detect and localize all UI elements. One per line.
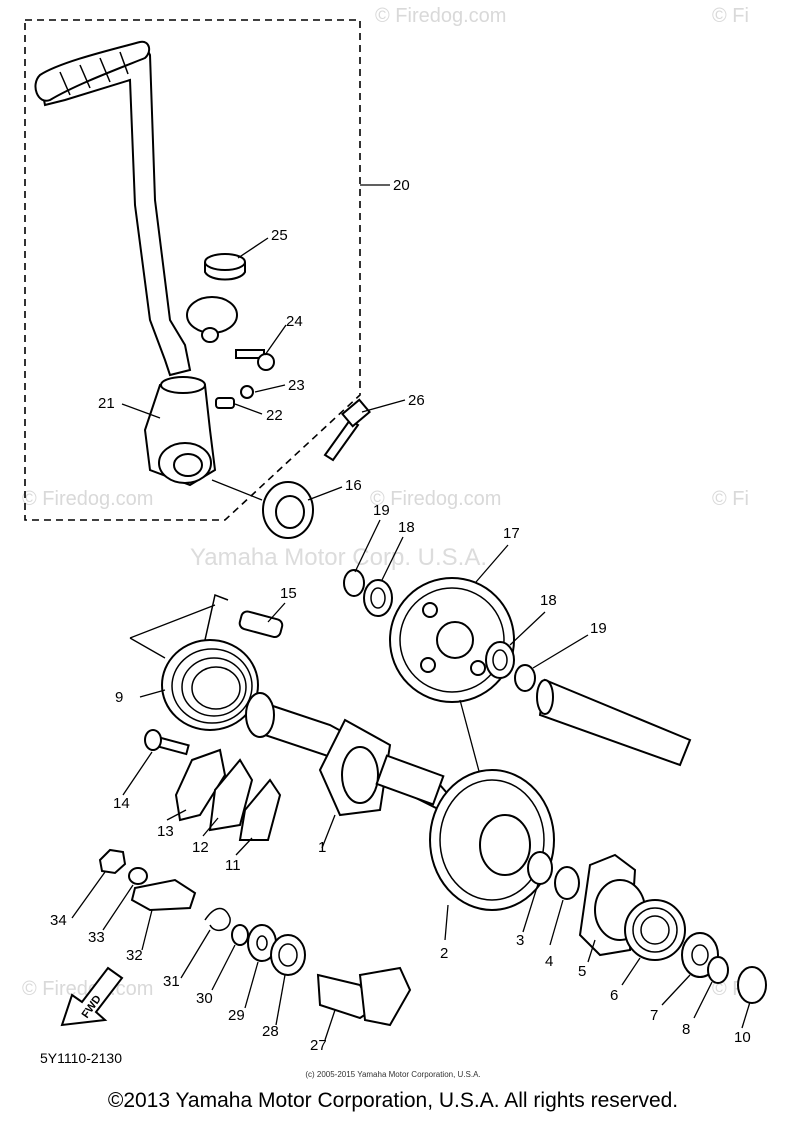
plates bbox=[174, 748, 282, 841]
watermark-firedog-top: © Firedog.com bbox=[375, 5, 506, 27]
callout-10: 10 bbox=[734, 1029, 751, 1046]
leader-lines bbox=[71, 237, 751, 1041]
watermark-firedog-center: © Firedog.com bbox=[370, 488, 501, 510]
torsion-spring-9 bbox=[161, 593, 259, 731]
guide-line bbox=[211, 479, 263, 501]
bolt-24 bbox=[235, 349, 275, 371]
callout-19-right: 19 bbox=[590, 620, 607, 637]
callout-15: 15 bbox=[280, 585, 297, 602]
callout-18-upper: 18 bbox=[398, 519, 415, 536]
callout-22: 22 bbox=[266, 407, 283, 424]
callout-6: 6 bbox=[610, 987, 618, 1004]
callout-24: 24 bbox=[286, 313, 303, 330]
callout-25: 25 bbox=[271, 227, 288, 244]
callout-33: 33 bbox=[88, 929, 105, 946]
lever-32 bbox=[130, 878, 197, 912]
kick-crank-lever bbox=[34, 40, 238, 377]
kick-boss bbox=[143, 376, 217, 487]
callout-11: 11 bbox=[225, 857, 241, 874]
spring-6 bbox=[624, 899, 686, 961]
shaft-right bbox=[536, 678, 692, 767]
callout-29: 29 bbox=[228, 1007, 245, 1024]
kick-gear-17 bbox=[389, 577, 515, 703]
callout-1: 1 bbox=[318, 839, 326, 856]
callout-numbers: 1 2 3 4 5 6 7 8 9 10 11 12 13 14 15 16 1… bbox=[50, 177, 751, 1054]
callout-18-right: 18 bbox=[540, 592, 557, 609]
watermark-firedog-top-right: © Fi bbox=[712, 5, 749, 27]
callout-14: 14 bbox=[113, 795, 130, 812]
bolt-26 bbox=[323, 398, 371, 462]
spring-ball bbox=[215, 385, 254, 409]
watermark-firedog-bottom-left: © Firedog.com bbox=[22, 978, 153, 1000]
callout-30: 30 bbox=[196, 990, 213, 1007]
callout-9: 9 bbox=[115, 689, 123, 706]
assembly-outline bbox=[24, 19, 361, 521]
callout-5: 5 bbox=[578, 963, 586, 980]
shaft-27 bbox=[316, 966, 412, 1027]
nut-washer bbox=[98, 848, 148, 885]
callout-19-upper: 19 bbox=[373, 502, 390, 519]
callout-27: 27 bbox=[310, 1037, 327, 1054]
watermark-firedog-left: © Firedog.com bbox=[22, 488, 153, 510]
callout-32: 32 bbox=[126, 947, 143, 964]
callout-12: 12 bbox=[192, 839, 209, 856]
washers-lower-right bbox=[681, 932, 767, 1004]
callout-7: 7 bbox=[650, 1007, 658, 1024]
callout-2: 2 bbox=[440, 945, 448, 962]
bolt-14 bbox=[144, 729, 190, 756]
callout-26: 26 bbox=[408, 392, 425, 409]
callout-3: 3 bbox=[516, 932, 524, 949]
oil-seal-16 bbox=[262, 481, 314, 539]
gear-guide bbox=[459, 699, 481, 776]
watermark-yamaha: Yamaha Motor Corp. U.S.A. bbox=[190, 544, 487, 571]
callout-4: 4 bbox=[545, 953, 553, 970]
callout-17: 17 bbox=[503, 525, 520, 542]
kick-idle-gear-2 bbox=[429, 769, 555, 911]
callout-34: 34 bbox=[50, 912, 67, 929]
footer-copyright: ©2013 Yamaha Motor Corporation, U.S.A. A… bbox=[107, 1089, 679, 1112]
callout-23: 23 bbox=[288, 377, 305, 394]
callout-31: 31 bbox=[163, 973, 180, 990]
cap bbox=[204, 253, 246, 281]
washers-upper bbox=[343, 569, 536, 692]
diagram-code: 5Y1110-2130 bbox=[40, 1050, 122, 1066]
callout-28: 28 bbox=[262, 1023, 279, 1040]
small-copyright: (c) 2005-2015 Yamaha Motor Corporation, … bbox=[305, 1070, 481, 1079]
kick-shaft bbox=[245, 692, 462, 817]
callout-8: 8 bbox=[682, 1021, 690, 1038]
watermark-firedog-right: © Fi bbox=[712, 488, 749, 510]
pin-15 bbox=[238, 610, 284, 639]
spring-guide bbox=[129, 604, 216, 659]
callout-21: 21 bbox=[98, 395, 115, 412]
callout-16: 16 bbox=[345, 477, 362, 494]
callout-20: 20 bbox=[393, 177, 410, 194]
lower-left-parts bbox=[204, 907, 306, 976]
callout-13: 13 bbox=[157, 823, 174, 840]
clips bbox=[527, 851, 580, 900]
